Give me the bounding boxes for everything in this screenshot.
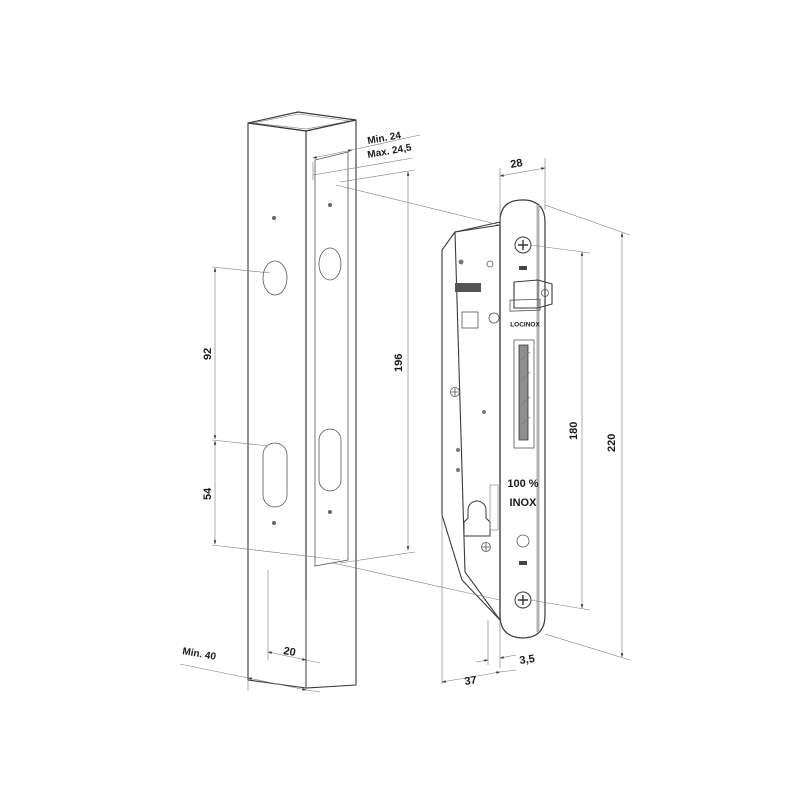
tube-top-opening bbox=[247, 111, 357, 132]
dim-180: 180 bbox=[568, 422, 580, 440]
brand-label bbox=[509, 298, 541, 312]
tube-lock-slot bbox=[314, 151, 349, 567]
dim-220: 220 bbox=[606, 434, 618, 452]
dimension-labels: Min. 24 Max. 24,5 28 92 196 180 220 54 2… bbox=[181, 130, 618, 688]
tube-oblong-hole-left bbox=[262, 442, 288, 508]
screw-case-upper bbox=[451, 388, 459, 396]
latch-bolt bbox=[513, 279, 553, 309]
hook-bolt-slot bbox=[513, 339, 535, 449]
follower-square-hole bbox=[461, 311, 479, 329]
dim-37: 37 bbox=[464, 674, 478, 688]
dim-3-5: 3,5 bbox=[519, 653, 536, 667]
lock-case-body bbox=[441, 221, 501, 622]
tube-left-face bbox=[247, 122, 307, 689]
square-tube-post bbox=[247, 111, 357, 689]
cylinder-cutout bbox=[463, 500, 491, 537]
material-text-line2: INOX bbox=[510, 497, 538, 509]
screw-plate-top bbox=[514, 236, 532, 254]
brand-text: LOCINOX bbox=[510, 322, 540, 329]
dimension-lines bbox=[179, 134, 631, 693]
dim-196: 196 bbox=[393, 354, 405, 372]
dim-20: 20 bbox=[282, 645, 296, 659]
tube-hole-upper-right bbox=[318, 247, 342, 281]
mortise-lock: LOCINOX 100 % INOX bbox=[441, 199, 553, 639]
dim-28: 28 bbox=[509, 157, 523, 171]
lock-front-plate bbox=[499, 199, 546, 639]
tube-oblong-hole-right bbox=[318, 428, 342, 492]
dim-min-40: Min. 40 bbox=[181, 646, 217, 663]
dim-54: 54 bbox=[202, 487, 214, 500]
screw-plate-bottom bbox=[514, 591, 532, 609]
tube-hole-upper-left bbox=[262, 260, 288, 296]
screw-case-lower bbox=[482, 543, 490, 551]
material-text-line1: 100 % bbox=[507, 478, 538, 490]
dim-92: 92 bbox=[202, 348, 214, 360]
tube-right-face bbox=[305, 119, 357, 689]
